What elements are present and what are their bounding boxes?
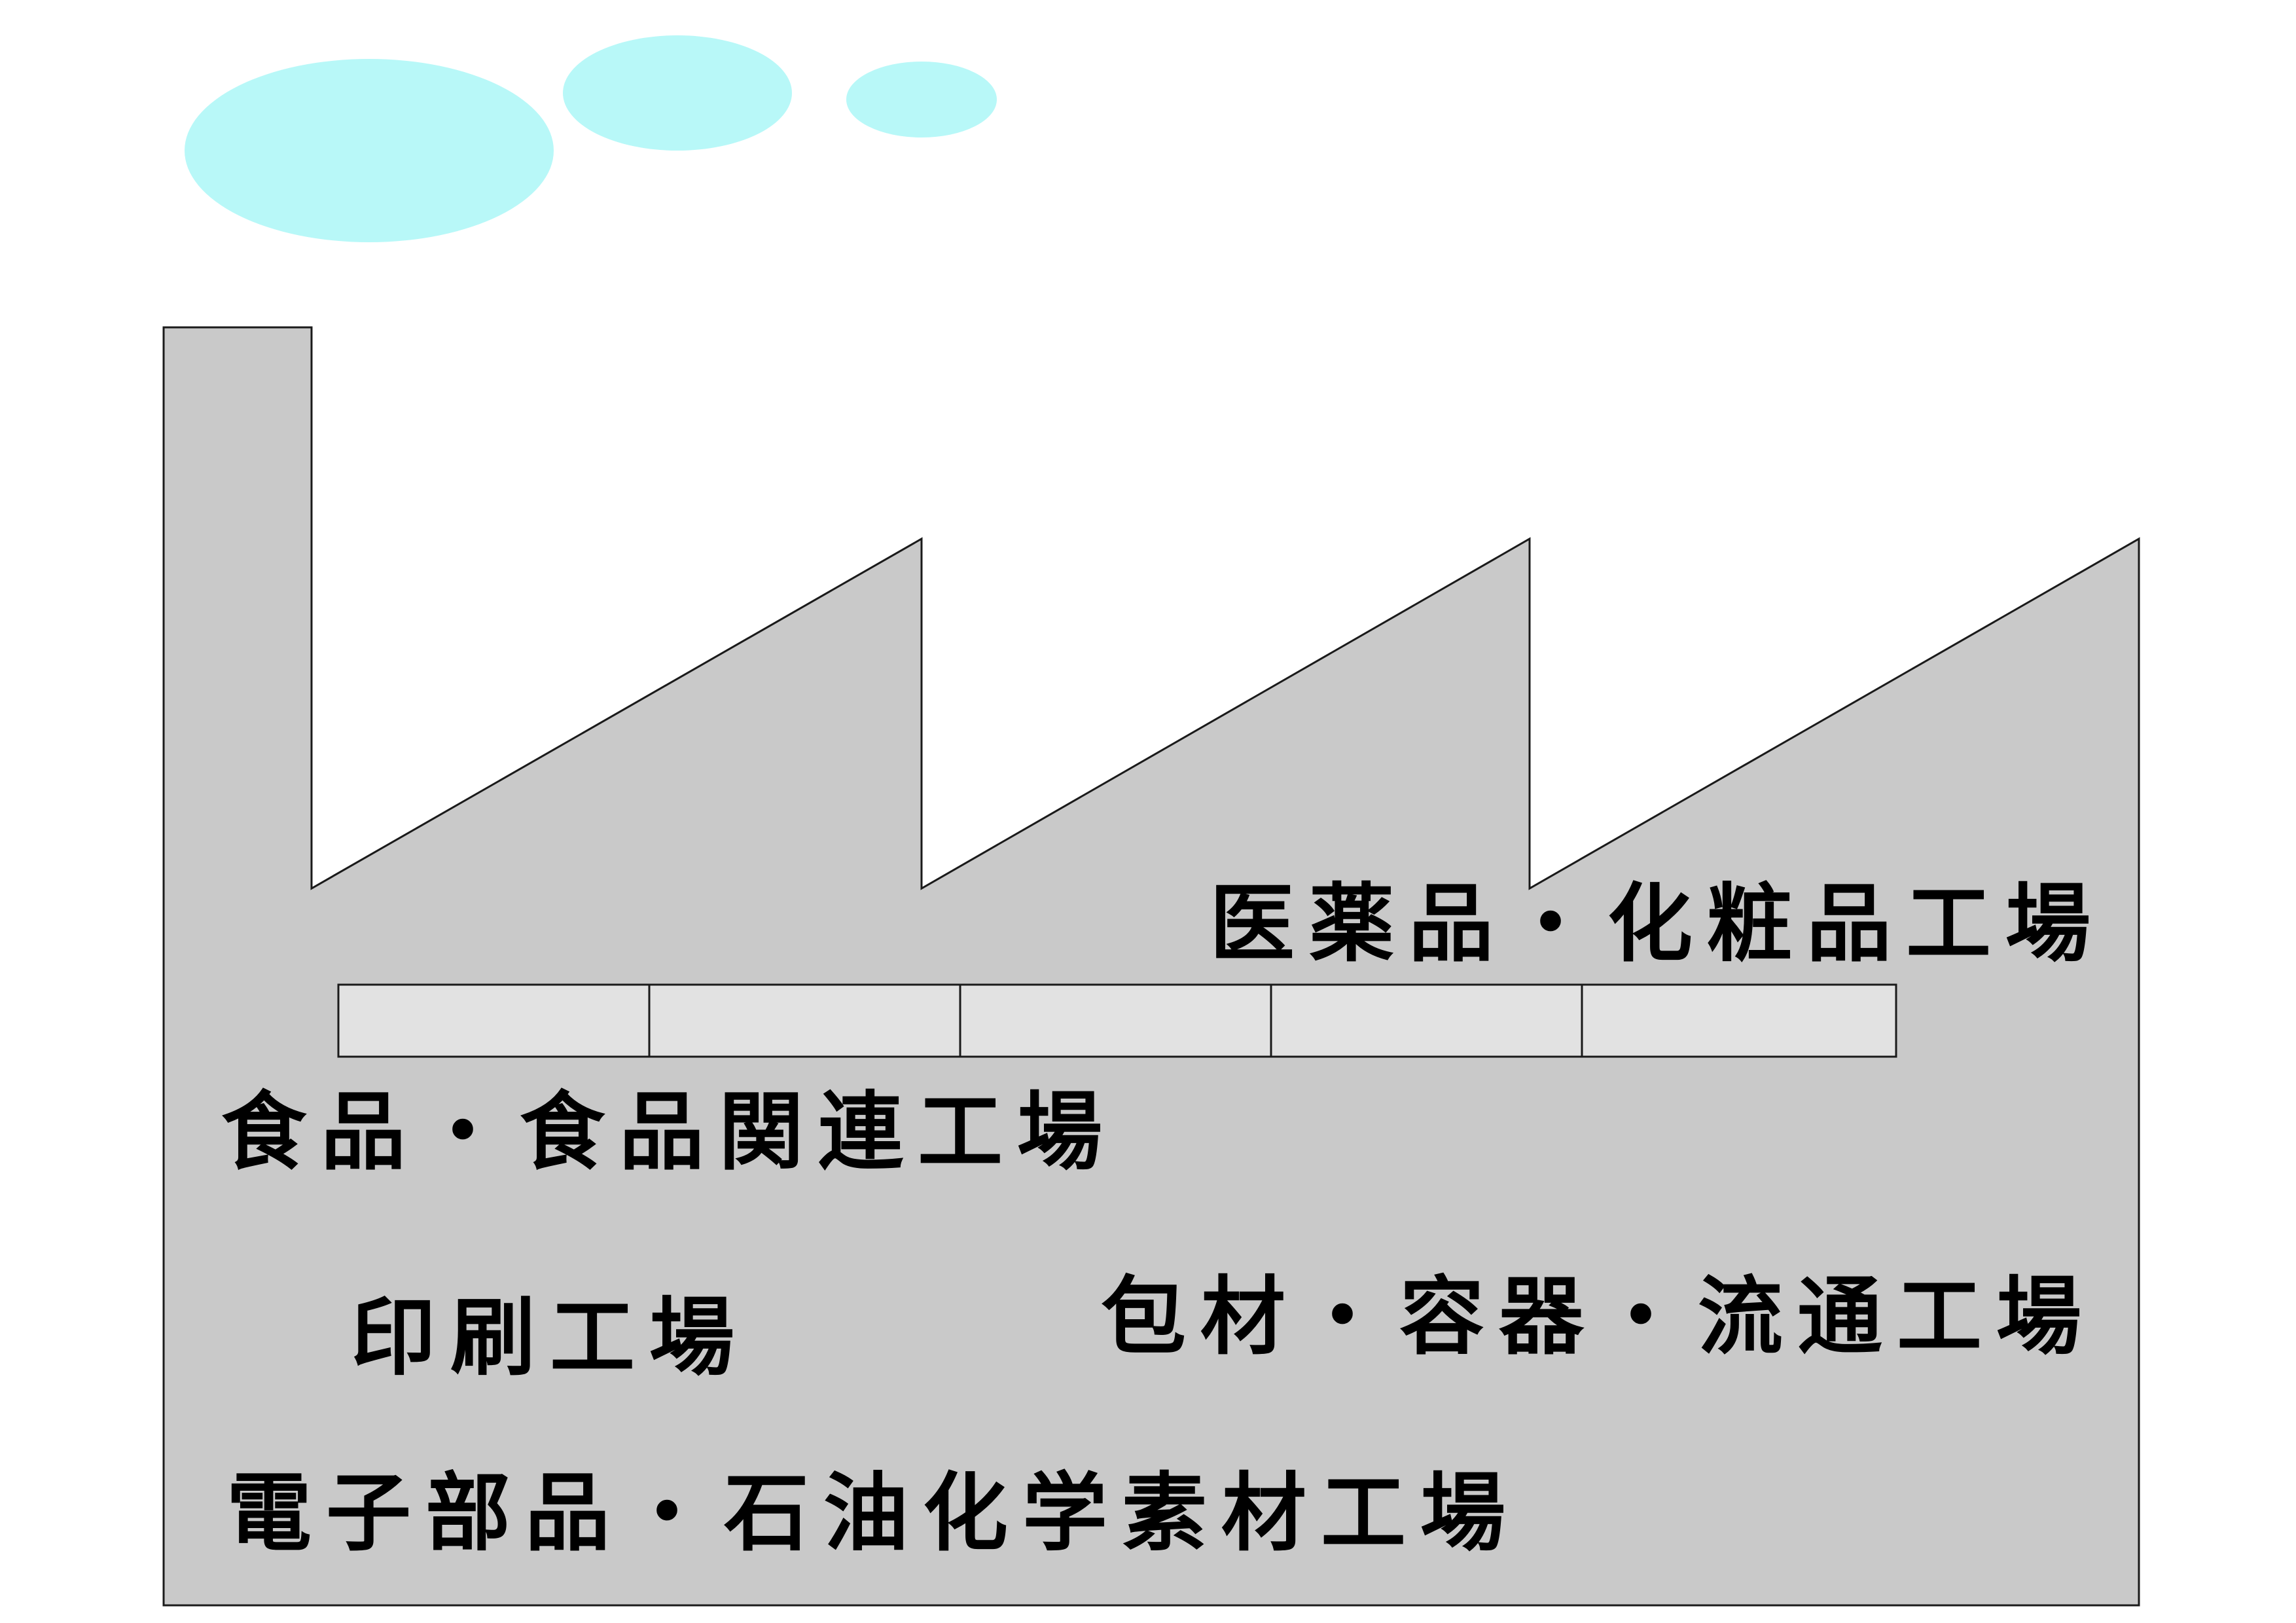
label-food-factory: 食品・食品関連工場	[221, 1082, 1117, 1182]
smoke-cloud-large	[185, 59, 554, 242]
label-printing-factory: 印刷工場	[351, 1288, 749, 1387]
conveyor-segment	[959, 983, 1272, 1058]
conveyor-segment	[1270, 983, 1583, 1058]
label-pharma-cosmetics-factory: 医薬品・化粧品工場	[1210, 874, 2106, 974]
conveyor-segment	[337, 983, 651, 1058]
conveyor-belt	[337, 983, 1897, 1058]
smoke-cloud-medium	[563, 35, 792, 151]
smoke-cloud-small	[846, 62, 997, 137]
conveyor-segment	[1581, 983, 1897, 1058]
conveyor-segment	[648, 983, 961, 1058]
label-electronics-petrochemical-factory: 電子部品・石油化学素材工場	[226, 1463, 1520, 1563]
factory-building	[162, 326, 2140, 1607]
label-packaging-container-distribution-factory: 包材・容器・流通工場	[1101, 1267, 2096, 1366]
